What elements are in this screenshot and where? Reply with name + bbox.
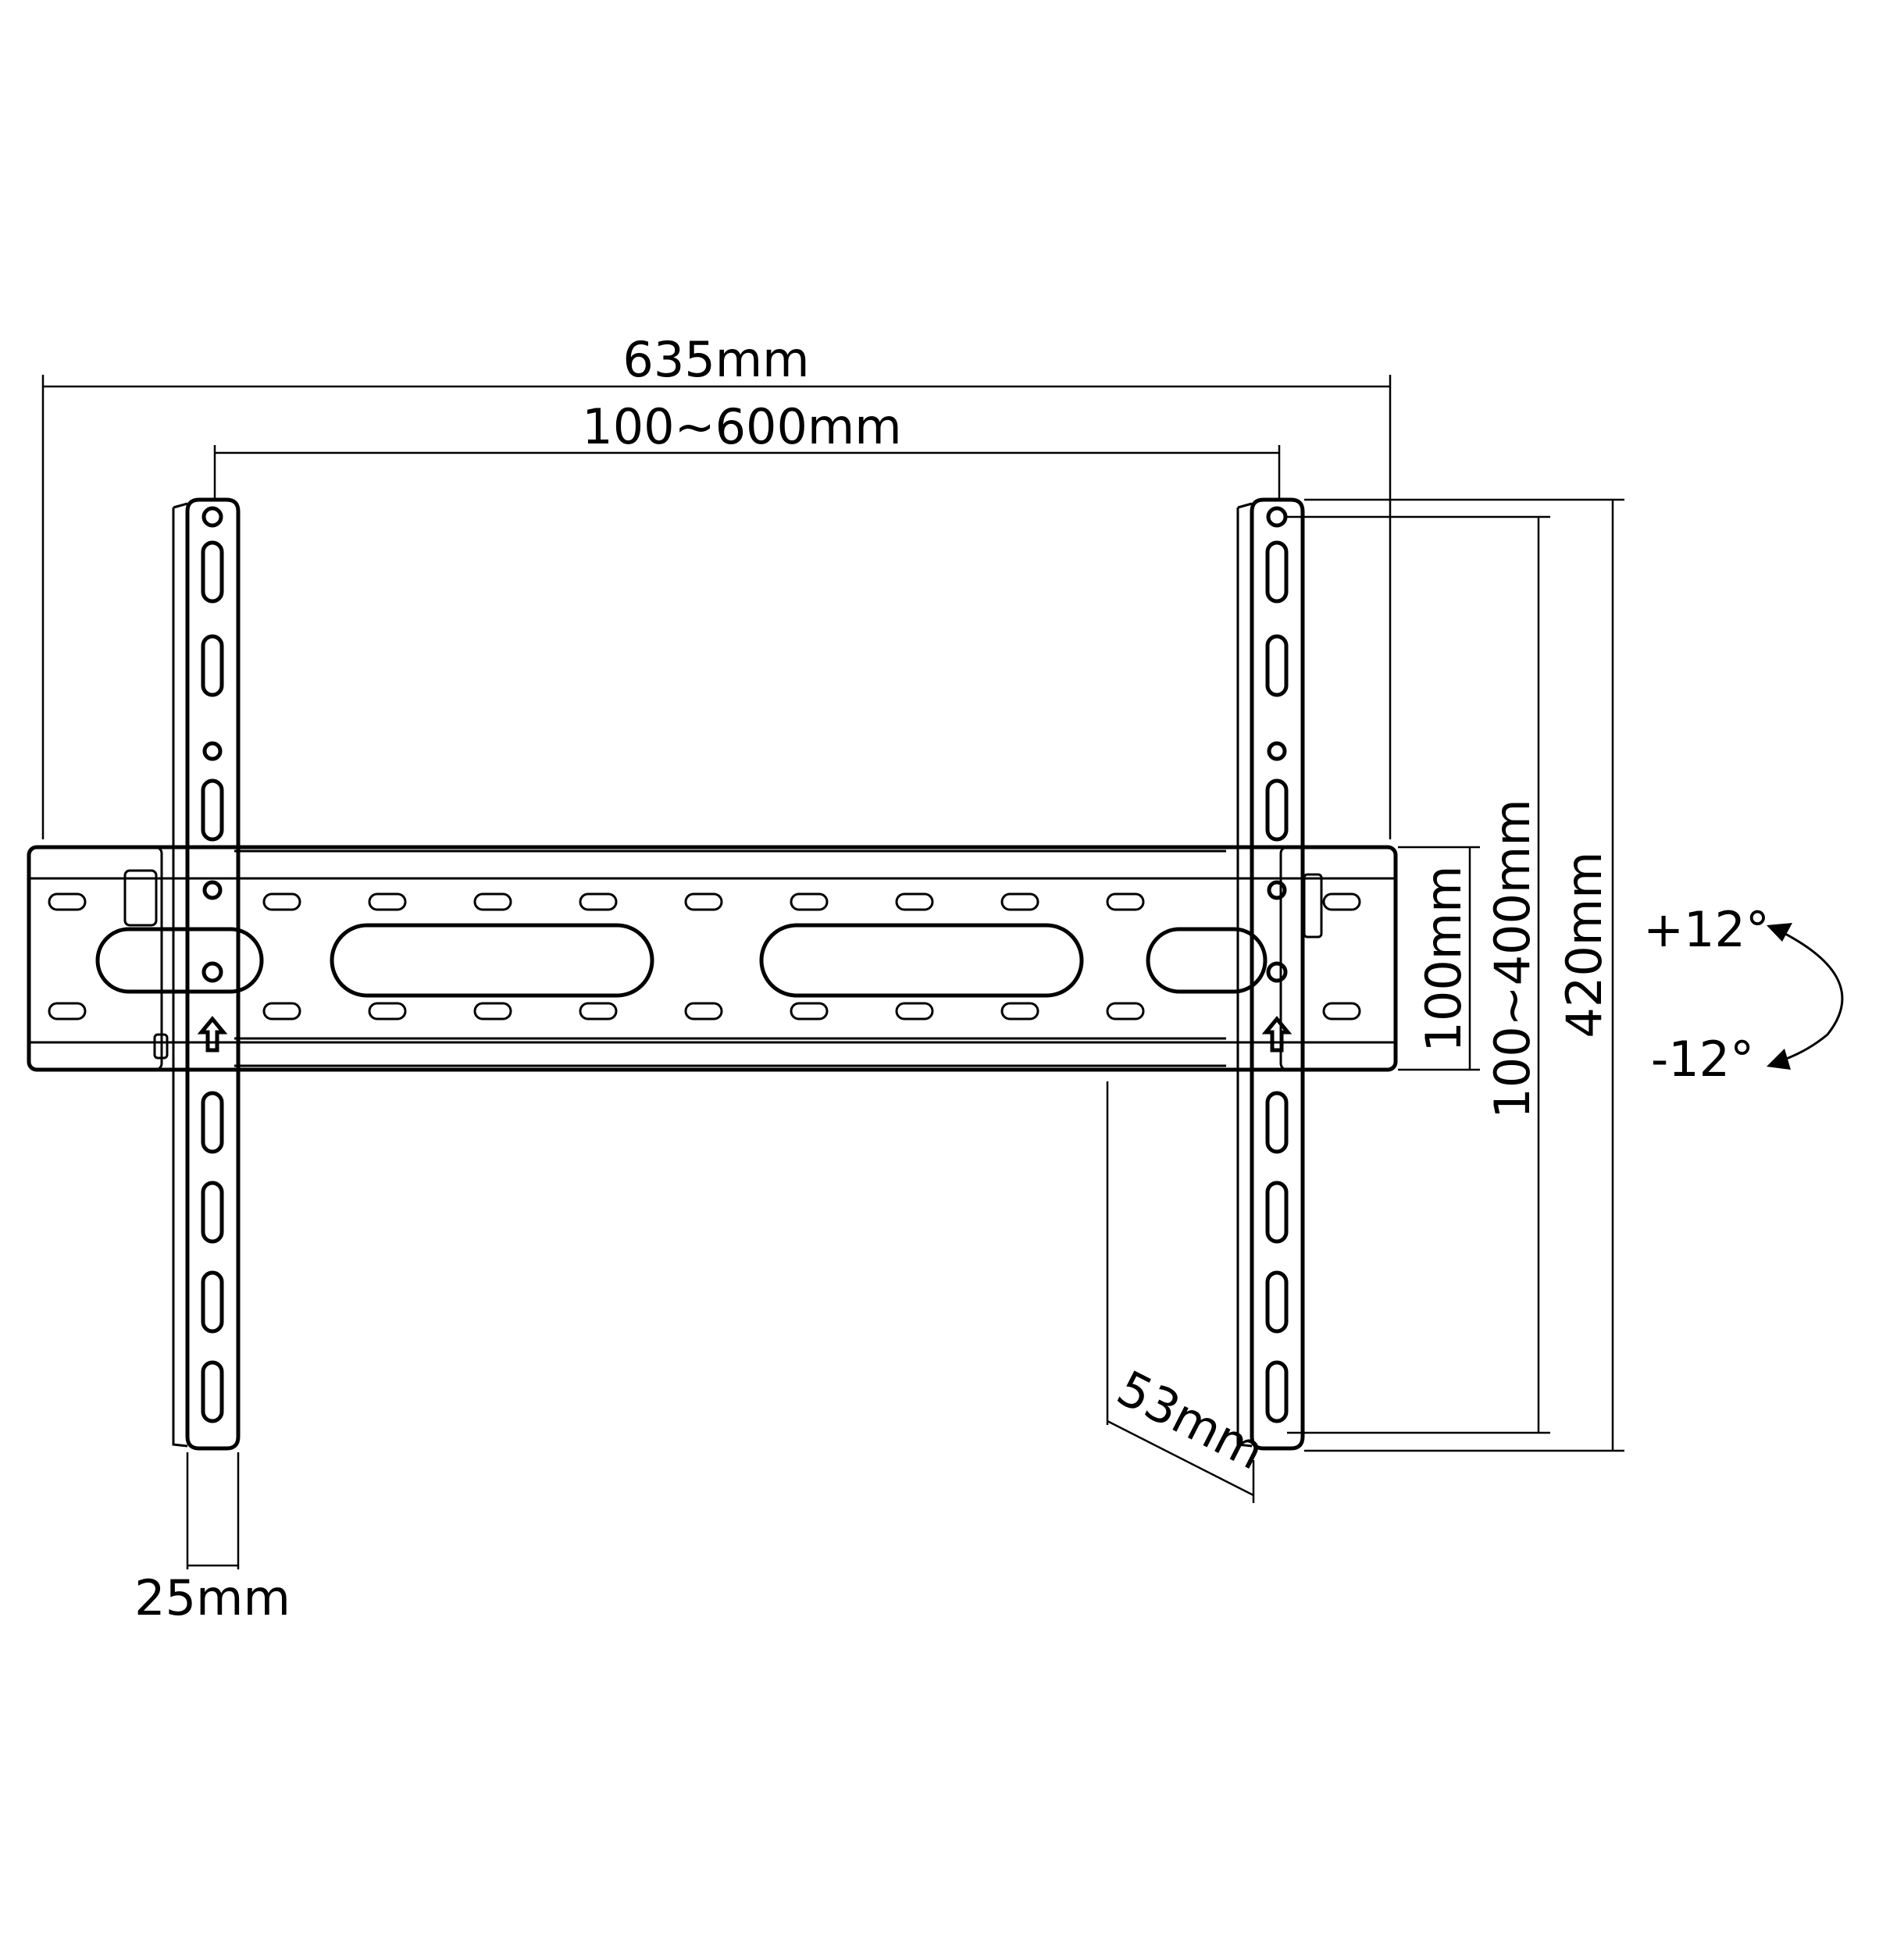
- up-arrow-icon: [1261, 1016, 1293, 1053]
- dimension-lines: [41, 375, 1624, 1569]
- right-vertical-arm: [1236, 497, 1305, 1451]
- vesa-horizontal-label: 100~600mm: [582, 398, 901, 455]
- rail-height-label: 100mm: [1415, 865, 1472, 1052]
- rail-slot-large: [759, 923, 1084, 998]
- rail-slot-large: [330, 923, 654, 998]
- tilt-up-label: +12°: [1643, 901, 1770, 958]
- horizontal-rail: [27, 845, 1398, 1072]
- arm-width-label: 25mm: [134, 1569, 291, 1626]
- tilt-down-label: -12°: [1651, 1031, 1754, 1088]
- vesa-vertical-label: 100~400mm: [1484, 799, 1541, 1118]
- overall-height-label: 420mm: [1556, 851, 1613, 1038]
- rail-small-slots: [48, 892, 1361, 1021]
- up-arrow-icon: [197, 1016, 228, 1053]
- tilt-arc-arrow-icon: [1767, 923, 1844, 1070]
- left-vertical-arm: [172, 497, 241, 1451]
- overall-width-label: 635mm: [622, 331, 809, 388]
